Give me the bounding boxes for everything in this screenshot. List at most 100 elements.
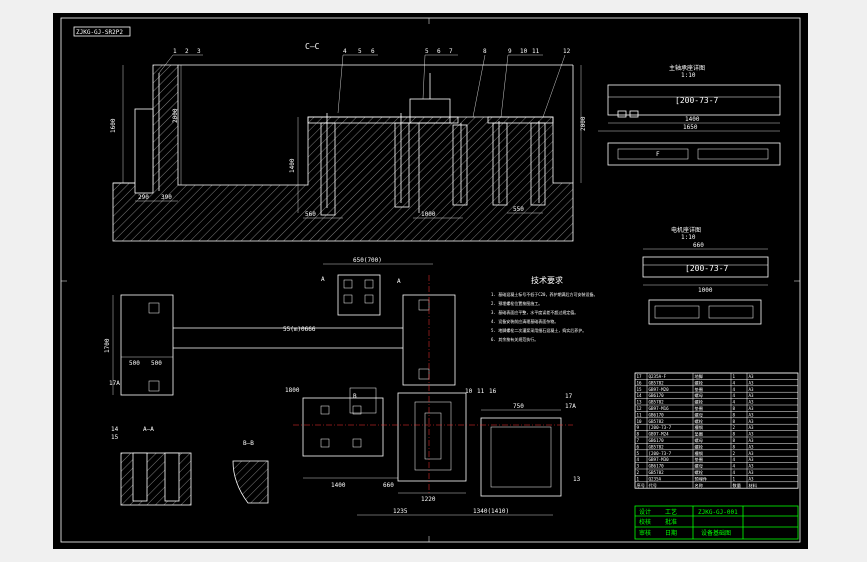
svg-text:12: 12 <box>563 48 571 55</box>
svg-text:1700: 1700 <box>104 338 111 353</box>
parts-cell: 2 <box>733 451 736 456</box>
detail1-plan <box>607 142 781 166</box>
parts-cell: 2 <box>637 470 640 475</box>
corner-code-box <box>73 26 131 37</box>
svg-text:390: 390 <box>161 194 172 201</box>
parts-cell: 8 <box>733 432 736 437</box>
parts-cell: A3 <box>749 464 755 469</box>
parts-cell: 5 <box>637 451 640 456</box>
svg-text:校核: 校核 <box>639 518 651 526</box>
parts-cell: 垫圈 <box>695 431 703 438</box>
detail1-title: 主轴承座详图 <box>669 64 705 72</box>
parts-cell: A3 <box>749 432 755 437</box>
technical-notes: 技术要求 1. 基础混凝土标号不低于C20，养护期满后方可安装设备。 2. 预埋… <box>491 275 597 342</box>
svg-text:7: 7 <box>449 48 453 55</box>
parts-cell: 螺栓 <box>695 399 704 406</box>
svg-text:A: A <box>321 276 325 283</box>
parts-cell: [200-73-7 <box>649 425 672 430</box>
svg-text:[200-73-7: [200-73-7 <box>675 96 719 105</box>
parts-cell: 螺栓 <box>695 469 704 476</box>
parts-cell: GB97-M30 <box>649 457 670 462</box>
notes-title: 技术要求 <box>531 275 563 285</box>
plan-machine-base <box>302 397 384 457</box>
parts-cell: 3 <box>637 464 640 469</box>
parts-cell: 4 <box>733 393 736 398</box>
parts-header-cell: 代号 <box>649 482 657 489</box>
parts-cell: A3 <box>749 400 755 405</box>
parts-cell: A3 <box>749 380 755 385</box>
parts-cell: 2 <box>733 425 736 430</box>
parts-cell: 螺母 <box>695 392 703 399</box>
parts-cell: 垫圈 <box>695 386 703 393</box>
parts-cell: A3 <box>749 387 755 392</box>
parts-cell: 12 <box>637 406 643 411</box>
svg-text:560: 560 <box>305 211 316 218</box>
parts-cell: 8 <box>733 406 736 411</box>
parts-cell: 8 <box>733 412 736 417</box>
parts-header-cell: 数量 <box>733 482 741 489</box>
outer-border <box>60 17 801 543</box>
parts-cell: 8 <box>733 438 736 443</box>
parts-cell: A3 <box>749 444 755 449</box>
parts-cell: 槽钢 <box>695 424 703 431</box>
svg-text:650(700): 650(700) <box>353 257 382 264</box>
parts-cell: GB5782 <box>649 419 665 424</box>
svg-text:A—A: A—A <box>143 426 154 433</box>
svg-text:1235: 1235 <box>393 508 408 515</box>
parts-cell: GB5782 <box>649 470 665 475</box>
section-view-cc: C—C 1 2 <box>110 42 587 242</box>
parts-cell: 4 <box>733 464 736 469</box>
svg-text:[200-73-7: [200-73-7 <box>685 264 729 273</box>
section-aa: A—A 14 15 <box>111 426 192 506</box>
svg-text:13: 13 <box>573 476 581 483</box>
svg-text:6: 6 <box>437 48 441 55</box>
svg-text:16: 16 <box>489 388 497 395</box>
parts-cell: GB5782 <box>649 380 665 385</box>
parts-cell: A3 <box>749 470 755 475</box>
svg-text:1. 基础混凝土标号不低于C20，养护期满后方可安装设备。: 1. 基础混凝土标号不低于C20，养护期满后方可安装设备。 <box>491 291 597 297</box>
parts-cell: A3 <box>749 374 755 379</box>
plan-center-pad <box>397 392 467 482</box>
parts-cell: 14 <box>637 393 643 398</box>
detail-main-bearing: 主轴承座详图 1:10 [200-73-7 1400 1650 F <box>598 64 781 166</box>
svg-text:17A: 17A <box>109 380 120 387</box>
svg-text:1400: 1400 <box>331 482 346 489</box>
svg-text:10: 10 <box>520 48 528 55</box>
svg-text:1600: 1600 <box>110 118 117 133</box>
svg-text:6. 其余按有关规范执行。: 6. 其余按有关规范执行。 <box>491 336 538 342</box>
svg-text:B—B: B—B <box>243 440 254 447</box>
parts-cell: 13 <box>637 400 643 405</box>
parts-cell: 4 <box>733 457 736 462</box>
title-block: ZJKG-GJ-001 设备基础图 设计 校核 审核 工艺 批准 日期 <box>634 505 799 540</box>
parts-cell: GB6170 <box>649 393 665 398</box>
svg-text:17: 17 <box>565 393 573 400</box>
parts-cell: A3 <box>749 476 755 481</box>
svg-text:2000: 2000 <box>172 108 179 123</box>
svg-text:1340(1410): 1340(1410) <box>473 508 509 515</box>
parts-cell: GB6170 <box>649 412 665 417</box>
detail2-title: 电机座详图 <box>671 226 701 234</box>
parts-cell: 垫圈 <box>695 405 703 412</box>
part-leaders: 1 2 3 4 5 6 5 6 7 8 9 10 11 12 <box>158 48 571 118</box>
corner-code: ZJKG-GJ-SR2P2 <box>76 29 123 36</box>
parts-cell: A3 <box>749 393 755 398</box>
svg-text:290: 290 <box>138 194 149 201</box>
svg-text:660: 660 <box>693 242 704 249</box>
parts-cell: 16 <box>637 380 643 385</box>
plan-right-pad <box>480 417 562 497</box>
parts-cell: 8 <box>733 419 736 424</box>
anchor-bolts <box>158 73 540 213</box>
svg-text:3. 基础表面应平整，水平度误差不超过规定值。: 3. 基础表面应平整，水平度误差不超过规定值。 <box>491 309 578 315</box>
svg-text:10: 10 <box>465 388 473 395</box>
parts-cell: 预埋件 <box>695 475 708 482</box>
svg-text:17A: 17A <box>565 403 576 410</box>
parts-cell: GB97-M20 <box>649 387 670 392</box>
svg-text:5: 5 <box>358 48 362 55</box>
title-name: 设备基础图 <box>701 529 731 537</box>
svg-text:9: 9 <box>508 48 512 55</box>
section-label: C—C <box>305 42 320 51</box>
svg-text:500: 500 <box>129 360 140 367</box>
svg-text:55(m)0666: 55(m)0666 <box>283 326 316 333</box>
parts-header-cell: 序号 <box>637 482 645 489</box>
parts-cell: 螺栓 <box>695 443 704 450</box>
